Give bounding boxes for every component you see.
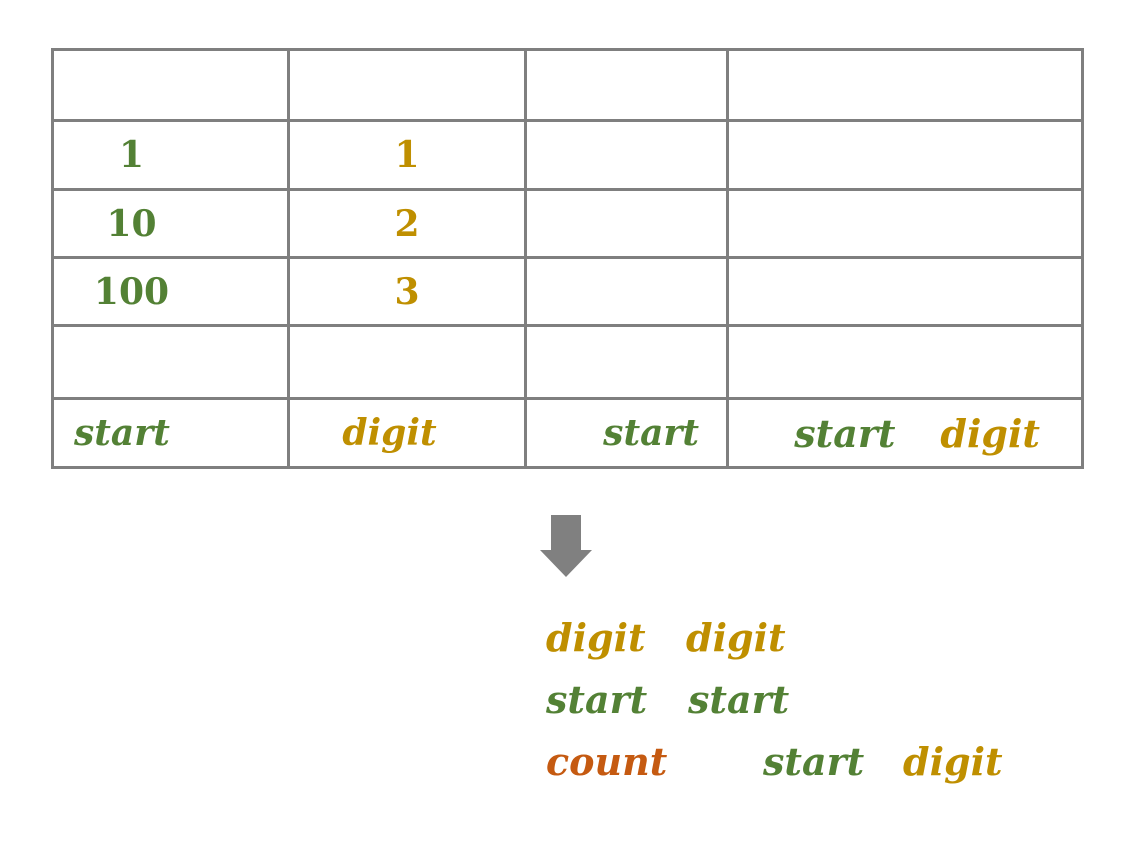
header-cell-3 — [524, 48, 729, 122]
equation-word-start: start — [546, 677, 648, 722]
cell-label-start-digit-col4: start digit — [726, 397, 1084, 469]
cell-empty — [726, 119, 1084, 191]
cell-empty — [524, 324, 729, 400]
table-row: 10 2 — [51, 188, 1084, 259]
cell-start-value-3: 100 — [51, 256, 290, 327]
header-cell-2 — [287, 48, 527, 122]
table-row: 100 3 — [51, 256, 1084, 327]
table-row: 1 1 — [51, 119, 1084, 191]
header-cell-4 — [726, 48, 1084, 122]
label-start: start — [794, 410, 896, 456]
cell-start-value-1: 1 — [51, 119, 290, 191]
cell-empty — [51, 324, 290, 400]
cell-empty — [524, 119, 729, 191]
cell-label-start-col3: start — [524, 397, 729, 469]
label-digit: digit — [940, 410, 1040, 456]
cell-empty — [726, 188, 1084, 259]
equation-word-start: start — [688, 677, 790, 722]
cell-start-value-2: 10 — [51, 188, 290, 259]
spacer-row — [51, 324, 1084, 400]
cell-digit-value-2: 2 — [287, 188, 527, 259]
equation-word-start: start — [763, 739, 865, 784]
equation-word-count: count — [546, 739, 668, 784]
cell-empty — [287, 324, 527, 400]
cell-empty — [726, 256, 1084, 327]
cell-empty — [524, 256, 729, 327]
values-table: 1 1 10 2 100 3 — [51, 48, 1084, 469]
equation-word-digit: digit — [686, 615, 786, 660]
cell-empty — [524, 188, 729, 259]
equation-word-digit: digit — [903, 739, 1003, 784]
header-cell-1 — [51, 48, 290, 122]
cell-digit-value-1: 1 — [287, 119, 527, 191]
equation-word-digit: digit — [546, 615, 646, 660]
cell-empty — [726, 324, 1084, 400]
cell-label-start-col1: start — [51, 397, 290, 469]
cell-digit-value-3: 3 — [287, 256, 527, 327]
cell-label-digit-col2: digit — [287, 397, 527, 469]
down-arrow-icon — [540, 515, 592, 577]
header-row — [51, 48, 1084, 122]
